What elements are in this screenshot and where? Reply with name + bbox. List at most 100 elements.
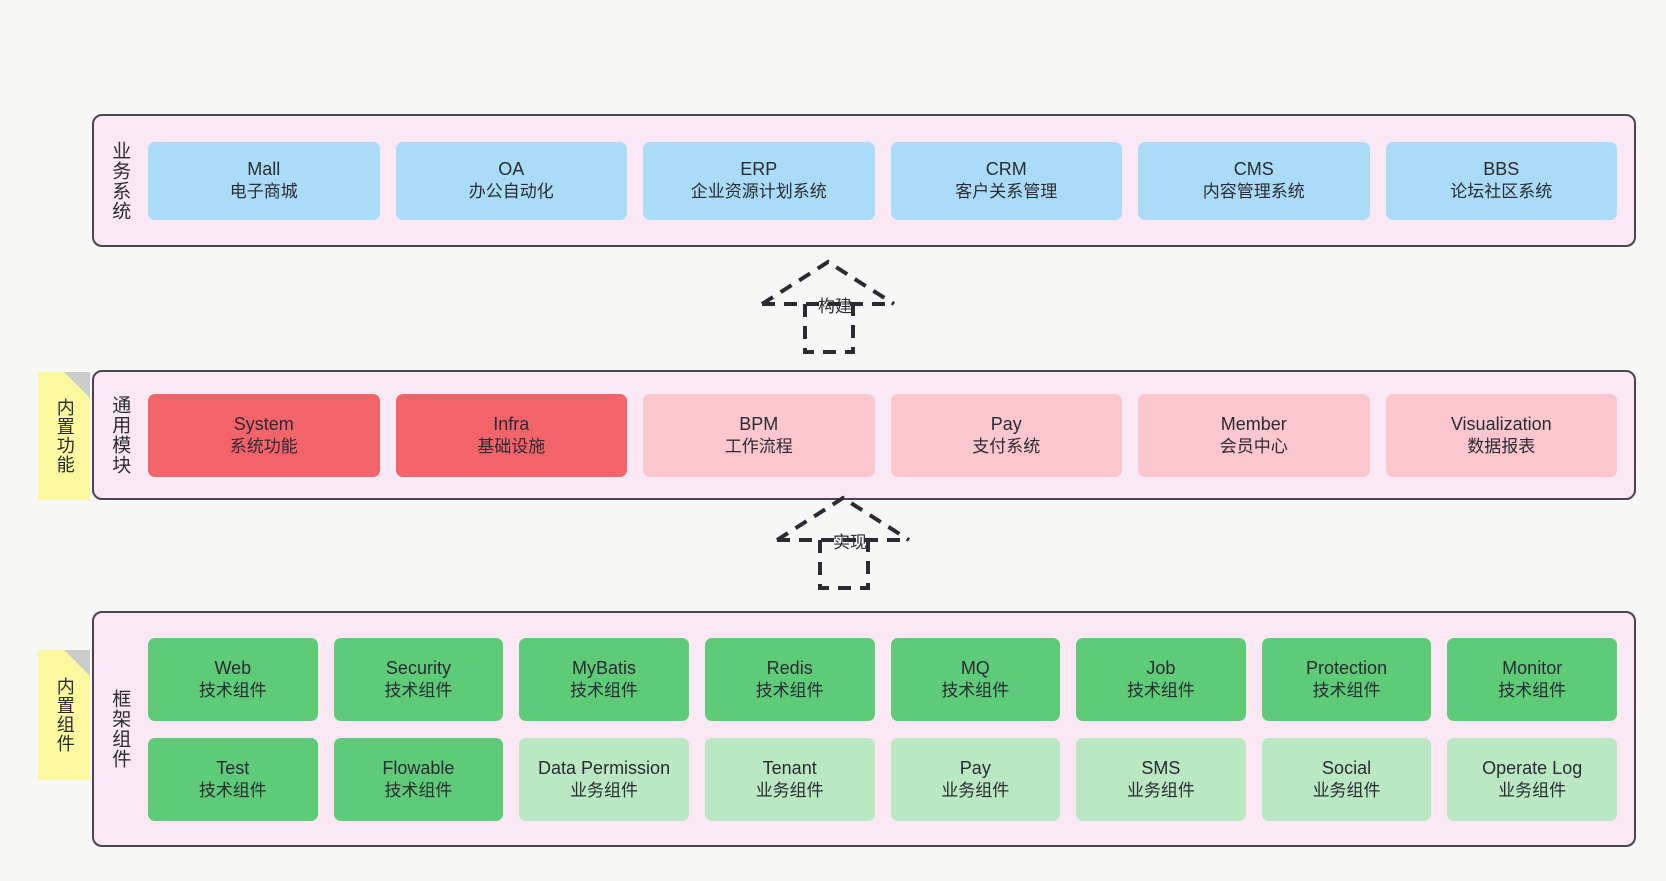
card-subtitle: 技术组件 bbox=[198, 780, 267, 800]
card-crm[interactable]: CRM 客户关系管理 bbox=[890, 141, 1122, 220]
sticky-note-label: 内置功能 bbox=[54, 398, 75, 474]
card-subtitle: 技术组件 bbox=[384, 680, 453, 700]
card-subtitle: 支付系统 bbox=[972, 436, 1041, 456]
card-subtitle: 技术组件 bbox=[941, 680, 1010, 700]
card-title: CRM bbox=[985, 159, 1027, 180]
card-subtitle: 电子商城 bbox=[229, 182, 298, 202]
card-cms[interactable]: CMS 内容管理系统 bbox=[1138, 141, 1370, 220]
card-bpm[interactable]: BPM 工作流程 bbox=[643, 393, 875, 477]
folded-corner-icon bbox=[64, 372, 90, 398]
card-title: Web bbox=[214, 657, 252, 678]
card-title: Flowable bbox=[382, 757, 455, 778]
card-sms[interactable]: SMS 业务组件 bbox=[1076, 737, 1246, 821]
card-mybatis[interactable]: MyBatis 技术组件 bbox=[519, 637, 689, 721]
card-test[interactable]: Test 技术组件 bbox=[148, 737, 318, 821]
card-flowable[interactable]: Flowable 技术组件 bbox=[333, 737, 504, 821]
layer-title-business: 业务系统 bbox=[109, 140, 131, 221]
card-redis[interactable]: Redis 技术组件 bbox=[704, 637, 875, 721]
card-mq[interactable]: MQ 技术组件 bbox=[890, 637, 1061, 721]
sticky-note-label: 内置组件 bbox=[54, 677, 75, 753]
card-subtitle: 业务组件 bbox=[1498, 780, 1567, 800]
card-title: OA bbox=[498, 159, 525, 180]
card-title: Security bbox=[385, 657, 451, 678]
card-tenant[interactable]: Tenant 业务组件 bbox=[704, 737, 875, 821]
card-member[interactable]: Member 会员中心 bbox=[1138, 393, 1370, 477]
card-subtitle: 技术组件 bbox=[1498, 680, 1567, 700]
card-security[interactable]: Security 技术组件 bbox=[333, 637, 504, 721]
card-monitor[interactable]: Monitor 技术组件 bbox=[1447, 637, 1617, 721]
card-erp[interactable]: ERP 企业资源计划系统 bbox=[643, 141, 875, 220]
card-subtitle: 业务组件 bbox=[1126, 780, 1195, 800]
card-title: Redis bbox=[766, 657, 813, 678]
card-title: ERP bbox=[740, 159, 778, 180]
card-title: BPM bbox=[739, 413, 779, 434]
card-grid-modules: System 系统功能 Infra 基础设施 BPM 工作流程 Pay 支付系统… bbox=[144, 372, 1634, 498]
sticky-note-builtin-components: 内置组件 bbox=[38, 650, 90, 780]
card-row: Web 技术组件 Security 技术组件 MyBatis 技术组件 Redi… bbox=[148, 637, 1617, 721]
card-subtitle: 数据报表 bbox=[1467, 436, 1536, 456]
card-pay-business[interactable]: Pay 业务组件 bbox=[890, 737, 1061, 821]
card-grid-framework: Web 技术组件 Security 技术组件 MyBatis 技术组件 Redi… bbox=[144, 613, 1634, 845]
dashed-generalization-arrow-icon bbox=[760, 259, 896, 354]
card-subtitle: 技术组件 bbox=[570, 680, 639, 700]
card-title: Member bbox=[1220, 413, 1287, 434]
card-title: Protection bbox=[1306, 657, 1388, 678]
card-protection[interactable]: Protection 技术组件 bbox=[1261, 637, 1432, 721]
card-subtitle: 系统功能 bbox=[229, 436, 298, 456]
card-title: SMS bbox=[1141, 757, 1181, 778]
card-grid-business: Mall 电子商城 OA 办公自动化 ERP 企业资源计划系统 CRM 客户关系… bbox=[144, 116, 1634, 245]
card-title: Test bbox=[216, 757, 250, 778]
folded-corner-icon bbox=[64, 650, 90, 676]
card-title: Tenant bbox=[762, 757, 817, 778]
card-visualization[interactable]: Visualization 数据报表 bbox=[1385, 393, 1617, 477]
card-job[interactable]: Job 技术组件 bbox=[1076, 637, 1246, 721]
card-subtitle: 论坛社区系统 bbox=[1450, 182, 1553, 202]
card-subtitle: 技术组件 bbox=[198, 680, 267, 700]
card-mall[interactable]: Mall 电子商城 bbox=[148, 141, 380, 220]
card-title: Job bbox=[1146, 657, 1176, 678]
card-row: Test 技术组件 Flowable 技术组件 Data Permission … bbox=[148, 737, 1617, 821]
card-title: Infra bbox=[493, 413, 530, 434]
card-subtitle: 办公自动化 bbox=[468, 182, 554, 202]
card-pay[interactable]: Pay 支付系统 bbox=[890, 393, 1122, 477]
card-title: BBS bbox=[1483, 159, 1520, 180]
dashed-generalization-arrow-icon bbox=[775, 495, 911, 590]
card-social[interactable]: Social 业务组件 bbox=[1261, 737, 1432, 821]
layer-common-modules: 通用模块 System 系统功能 Infra 基础设施 BPM 工作流程 Pay… bbox=[92, 370, 1636, 500]
card-subtitle: 会员中心 bbox=[1219, 436, 1288, 456]
card-subtitle: 业务组件 bbox=[570, 780, 639, 800]
card-title: Monitor bbox=[1502, 657, 1563, 678]
card-operate-log[interactable]: Operate Log 业务组件 bbox=[1447, 737, 1617, 821]
card-subtitle: 基础设施 bbox=[477, 436, 546, 456]
card-subtitle: 技术组件 bbox=[755, 680, 824, 700]
card-bbs[interactable]: BBS 论坛社区系统 bbox=[1385, 141, 1617, 220]
card-subtitle: 企业资源计划系统 bbox=[690, 182, 827, 202]
card-title: CMS bbox=[1233, 159, 1274, 180]
card-subtitle: 业务组件 bbox=[941, 780, 1010, 800]
card-title: System bbox=[233, 413, 294, 434]
card-data-permission[interactable]: Data Permission 业务组件 bbox=[519, 737, 689, 821]
card-title: Social bbox=[1322, 757, 1372, 778]
card-title: MyBatis bbox=[572, 657, 637, 678]
card-system[interactable]: System 系统功能 bbox=[148, 393, 380, 477]
layer-business-systems: 业务系统 Mall 电子商城 OA 办公自动化 ERP 企业资源计划系统 CRM… bbox=[92, 114, 1636, 247]
card-subtitle: 技术组件 bbox=[1126, 680, 1195, 700]
card-subtitle: 技术组件 bbox=[1312, 680, 1381, 700]
layer-title-framework: 框架组件 bbox=[109, 689, 131, 769]
card-title: MQ bbox=[960, 657, 990, 678]
sticky-note-builtin-features: 内置功能 bbox=[38, 372, 90, 500]
card-subtitle: 工作流程 bbox=[724, 436, 793, 456]
card-subtitle: 业务组件 bbox=[1312, 780, 1381, 800]
card-subtitle: 内容管理系统 bbox=[1202, 182, 1305, 202]
card-oa[interactable]: OA 办公自动化 bbox=[395, 141, 627, 220]
card-title: Pay bbox=[990, 413, 1022, 434]
card-row: Mall 电子商城 OA 办公自动化 ERP 企业资源计划系统 CRM 客户关系… bbox=[148, 141, 1617, 220]
card-web[interactable]: Web 技术组件 bbox=[148, 637, 318, 721]
arrow-label-realize: 实现 bbox=[833, 533, 867, 552]
arrow-label-build: 构建 bbox=[818, 297, 852, 316]
card-infra[interactable]: Infra 基础设施 bbox=[395, 393, 627, 477]
card-title: Mall bbox=[247, 159, 281, 180]
card-title: Data Permission bbox=[538, 757, 671, 778]
card-subtitle: 技术组件 bbox=[384, 780, 453, 800]
card-row: System 系统功能 Infra 基础设施 BPM 工作流程 Pay 支付系统… bbox=[148, 393, 1617, 477]
